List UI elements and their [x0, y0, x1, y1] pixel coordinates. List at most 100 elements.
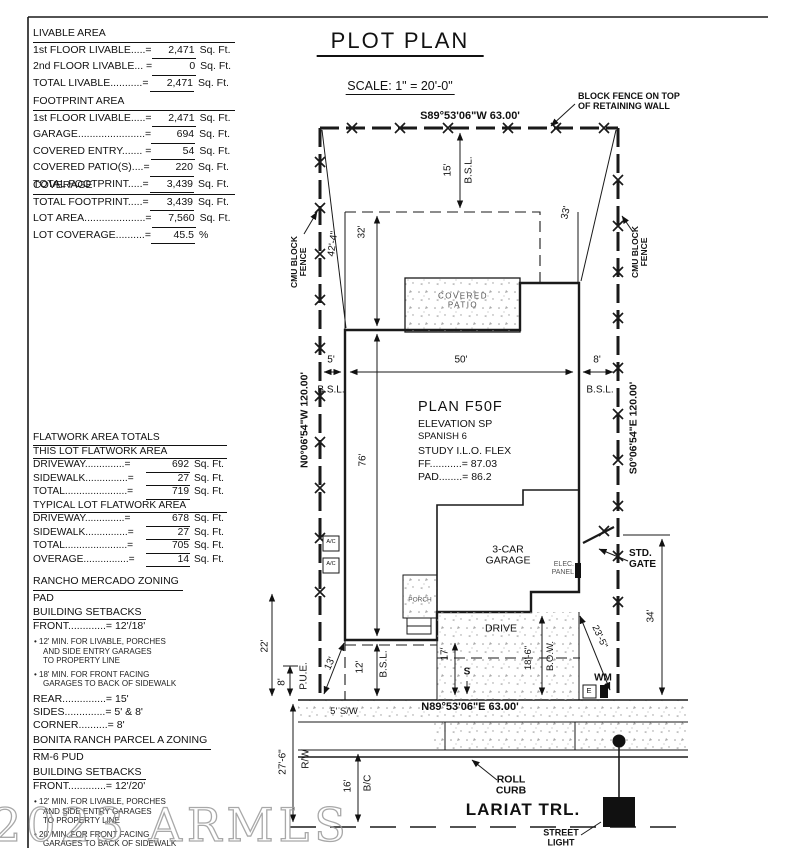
- plan-study: STUDY I.L.O. FLEX: [418, 445, 512, 457]
- ac-unit-symbol: [322, 535, 340, 552]
- note-block-fence: BLOCK FENCE ON TOP OF RETAINING WALL: [578, 91, 680, 111]
- water-meter-label: WM: [594, 672, 612, 684]
- building-setbacks-panel-1: BUILDING SETBACKS FRONT.............= 12…: [33, 606, 235, 732]
- flatwork-panel: FLATWORK AREA TOTALS THIS LOT FLATWORK A…: [33, 432, 227, 567]
- setback-note: 12' MIN. FOR LIVABLE, PORCHES AND SIDE E…: [34, 637, 235, 666]
- panel-subheading: THIS LOT FLATWORK AREA: [33, 446, 227, 459]
- bearing-left: N0°06'54"W 120.00': [298, 372, 311, 468]
- zoning-heading: BONITA RANCH PARCEL A ZONING: [33, 733, 212, 750]
- elec-panel-label: ELEC. PANEL: [551, 561, 574, 576]
- bsl-label: B.S.L.: [317, 384, 345, 396]
- dim-17ft: 17': [439, 647, 451, 661]
- dim-22ft: 22': [259, 639, 271, 653]
- setback-corner: CORNER..........= 8': [33, 718, 125, 731]
- bearing-bottom: N89°53'06"E 63.00': [421, 701, 519, 714]
- setback-note: 20' MIN. FOR FRONT FACING GARAGES TO BAC…: [34, 830, 235, 848]
- leader-lines: [303, 103, 634, 836]
- bsl-label: B.S.L.: [378, 650, 390, 678]
- footprint-area-panel: FOOTPRINT AREA 1st FLOOR LIVABLE.....=2,…: [33, 94, 235, 193]
- bsl-label: B.S.L.: [586, 384, 614, 396]
- dim-12ft: 12': [354, 660, 366, 674]
- bc-label: B/C: [362, 774, 374, 792]
- panel-subheading: TYPICAL LOT FLATWORK AREA: [33, 500, 227, 513]
- bearing-top: S89°53'06"W 63.00': [420, 110, 520, 123]
- zoning-heading: RANCHO MERCADO ZONING: [33, 574, 183, 591]
- panel-heading: LIVABLE AREA: [33, 26, 235, 43]
- dim-15ft: 15': [442, 163, 454, 177]
- note-cmu-fence-right: CMU BLOCK FENCE: [629, 226, 649, 278]
- zoning-panel-rancho-mercado: RANCHO MERCADO ZONING PAD: [33, 574, 235, 606]
- dim-16ft: 16': [342, 779, 354, 793]
- panel-heading: COVERAGE: [33, 178, 235, 195]
- dim-18ft6: 18'-6": [522, 645, 534, 671]
- page-frame: [27, 16, 768, 848]
- plan-name: PLAN F50F: [418, 399, 503, 415]
- dim-50ft: 50': [454, 354, 468, 366]
- setback-rear: REAR...............= 15': [33, 692, 129, 705]
- plan-ff-elevation: FF...........= 87.03: [418, 458, 498, 470]
- street-light-label: STREET LIGHT: [543, 827, 579, 847]
- setback-front: FRONT.............= 12'/20': [33, 780, 146, 792]
- title-block: PLOT PLAN SCALE: 1" = 20'-0": [316, 28, 484, 95]
- panel-heading: FOOTPRINT AREA: [33, 94, 235, 111]
- street-name: LARIAT TRL.: [465, 799, 581, 819]
- note-cmu-fence-left: CMU BLOCK FENCE: [288, 236, 308, 288]
- ac-unit-symbol: [322, 557, 340, 574]
- street-light-symbol: [603, 734, 635, 827]
- slope-marker: S: [463, 666, 471, 678]
- gate-symbol: [582, 526, 615, 544]
- dim-5ft: 5': [327, 354, 335, 366]
- setback-note: 18' MIN. FOR FRONT FACING GARAGES TO BAC…: [34, 670, 235, 689]
- porch-label: PORCH: [408, 596, 432, 604]
- bow-label: B.O.W.: [544, 640, 556, 672]
- livable-area-panel: LIVABLE AREA 1st FLOOR LIVABLE.....=2,47…: [33, 26, 235, 92]
- fence-x-marks: [314, 122, 624, 608]
- water-meter-symbol: [600, 685, 608, 698]
- setback-note: 12' MIN. FOR LIVABLE, PORCHES AND SIDE E…: [34, 797, 235, 826]
- sidewalk-label: 5' S/W: [330, 705, 358, 717]
- plan-model: SPANISH 6: [418, 431, 467, 442]
- electric-panel-symbol: [575, 563, 581, 578]
- pue-label: P.U.E.: [298, 662, 310, 690]
- plan-elevation: ELEVATION SP: [418, 418, 493, 430]
- dim-8ft-pue: 8': [276, 678, 288, 686]
- setbacks-heading: BUILDING SETBACKS: [33, 606, 146, 620]
- rw-label: R/W: [300, 749, 312, 769]
- ac-unit-label: A/C: [326, 539, 336, 546]
- setbacks-heading: BUILDING SETBACKS: [33, 766, 146, 780]
- plan-pad-elevation: PAD........= 86.2: [418, 471, 492, 483]
- zoning-value: RM-6 PUD: [33, 750, 84, 763]
- drive-label: DRIVE: [484, 622, 518, 635]
- page-title: PLOT PLAN: [316, 28, 484, 57]
- house-footprint: [343, 277, 581, 700]
- zoning-panel-bonita-ranch: BONITA RANCH PARCEL A ZONING RM-6 PUD: [33, 733, 235, 765]
- dimension-lines: [268, 132, 670, 823]
- roll-curb-label: ROLL CURB: [495, 773, 527, 797]
- zoning-value: PAD: [33, 591, 54, 604]
- dim-76ft: 76': [357, 453, 369, 467]
- dim-27ft6: 27'-6": [277, 749, 289, 775]
- std-gate-label: STD. GATE: [629, 548, 657, 570]
- dim-32ft: 32': [356, 225, 368, 239]
- dim-34ft: 34': [645, 609, 657, 623]
- bsl-label: B.S.L.: [463, 156, 475, 184]
- setback-sides: SIDES..............= 5' & 8': [33, 705, 143, 718]
- table-row: LOT COVERAGE..........=45.5%: [33, 228, 235, 244]
